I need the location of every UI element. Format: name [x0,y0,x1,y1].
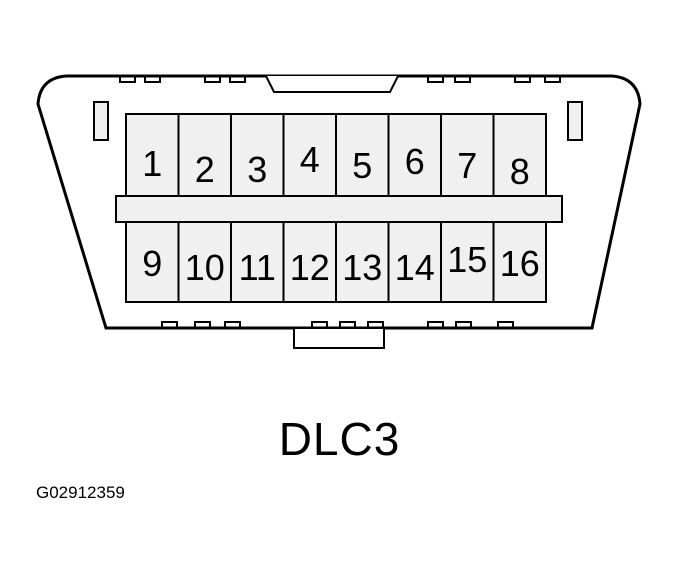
pin-cell-4 [282,113,337,197]
bottom-key-tab [293,327,385,349]
pin-cell-16 [492,221,547,303]
pin-cell-13 [335,221,390,303]
pin-label-9: 9 [142,243,162,284]
pin-label-4: 4 [300,139,320,180]
pin-cell-7 [440,113,495,197]
pin-cell-9 [125,221,180,303]
pin-label-8: 8 [510,151,530,192]
pin-label-2: 2 [195,149,215,190]
figure-id: G02912359 [36,483,125,502]
pin-label-3: 3 [247,149,267,190]
pin-label-15: 15 [447,239,487,280]
pin-label-16: 16 [500,243,540,284]
pin-label-5: 5 [352,145,372,186]
top-key-tab [265,75,399,93]
pin-cell-15 [440,221,495,303]
pin-cell-8 [492,113,547,197]
center-divider-bar [115,195,563,223]
pin-label-1: 1 [142,143,162,184]
right-latch-slot [567,101,583,141]
pin-cell-6 [387,113,442,197]
pin-label-11: 11 [239,247,276,288]
pin-cell-14 [387,221,442,303]
connector-title: DLC3 [278,413,401,465]
pin-label-13: 13 [342,247,382,288]
pin-label-7: 7 [457,145,477,186]
pin-cell-5 [335,113,390,197]
pin-label-6: 6 [405,141,425,182]
bottom-pin-row: 9 10 11 12 13 14 15 16 [125,221,547,303]
pin-label-10: 10 [185,247,225,288]
pin-label-14: 14 [395,247,435,288]
pin-cell-12 [282,221,337,303]
left-latch-slot [93,101,109,141]
bottom-notch-edge [161,321,514,328]
pin-label-12: 12 [290,247,330,288]
pin-cell-11 [230,221,285,303]
